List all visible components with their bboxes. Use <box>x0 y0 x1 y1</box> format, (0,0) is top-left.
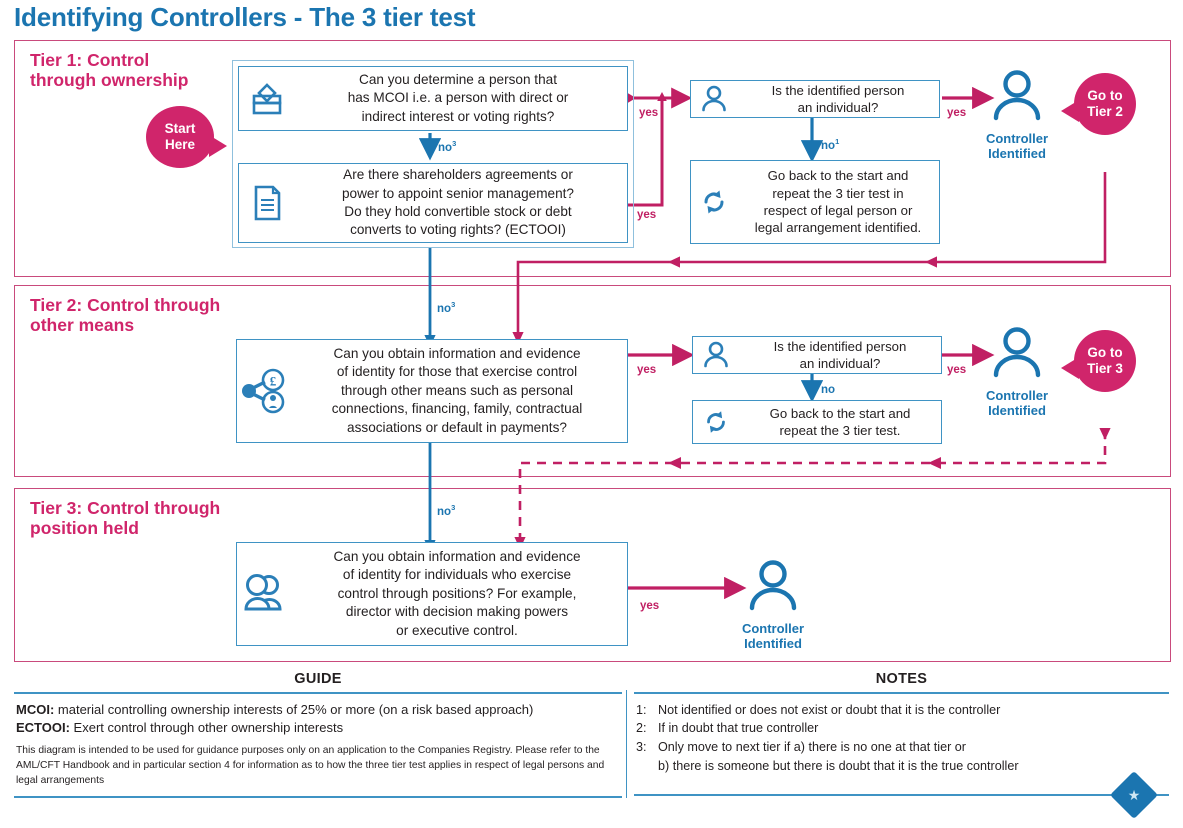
tier-1-question-2[interactable]: Are there shareholders agreements or pow… <box>238 163 628 243</box>
tier-3-question-1-text: Can you obtain information and evidence … <box>333 549 581 638</box>
svg-text:£: £ <box>270 374 277 389</box>
footer-vertical-divider <box>626 690 628 798</box>
guide-term-mcoi: MCOI: <box>16 701 55 717</box>
refresh-icon <box>691 187 737 217</box>
tier-1-question-2-text: Are there shareholders agreements or pow… <box>342 167 574 238</box>
guide-disclaimer: This diagram is intended to be used for … <box>16 745 605 786</box>
tier-1-question-group <box>232 60 634 248</box>
go-to-tier-2-bubble: Go to Tier 2 <box>1061 73 1136 135</box>
ballot-box-icon <box>239 82 295 116</box>
guide-def-mcoi: material controlling ownership interests… <box>54 701 534 717</box>
tier-1-controller-label: Controller Identified <box>985 131 1049 161</box>
tier-1-question-1[interactable]: Can you determine a person that has MCOI… <box>238 66 628 131</box>
tier-1-yes-bottom-label: yes <box>637 209 657 221</box>
note-text: Only move to next tier if a) there is no… <box>658 740 1019 774</box>
guide-def-ectooi: Exert control through other ownership in… <box>69 720 344 736</box>
tier-1-no-individual-label: no1 <box>821 137 840 152</box>
tier-1-yes-controller-label: yes <box>947 107 967 119</box>
tier-2-repeat-box-text: Go back to the start and repeat the 3 ti… <box>769 405 911 438</box>
start-here-bubble: Start Here <box>146 106 227 168</box>
note-number: 2: <box>636 721 647 736</box>
note-item: 3: Only move to next tier if a) there is… <box>636 738 1167 776</box>
document-icon <box>239 184 295 222</box>
tier-2-question-1-text: Can you obtain information and evidence … <box>331 346 583 435</box>
controller-person-icon <box>993 70 1041 121</box>
guide-body: MCOI: material controlling ownership int… <box>14 694 622 793</box>
tier-2-yes-individual-label: yes <box>637 364 657 376</box>
note-item: 2: If in doubt that true controller <box>636 719 1167 738</box>
note-text: If in doubt that true controller <box>658 721 819 736</box>
person-icon <box>691 84 737 114</box>
tier-1-controller-identified: Controller Identified <box>962 68 1072 162</box>
guide-column: GUIDE MCOI: material controlling ownersh… <box>14 668 622 798</box>
tier-3-yes-controller-label: yes <box>640 600 660 612</box>
tier-2-individual-question-text: Is the identified person an individual? <box>773 338 907 371</box>
tier-3-entry-no-label: no3 <box>437 503 456 518</box>
tier-1-repeat-box[interactable]: Go back to the start and repeat the 3 ti… <box>690 160 940 244</box>
guide-bottom-rule <box>14 796 622 798</box>
guide-line-ectooi: ECTOOI: Exert control through other owne… <box>16 719 620 738</box>
notes-body: 1: Not identified or does not exist or d… <box>634 694 1169 781</box>
guide-term-ectooi: ECTOOI: <box>16 720 70 736</box>
tier-3-title: Tier 3: Control through position held <box>30 498 221 539</box>
footer: GUIDE MCOI: material controlling ownersh… <box>14 668 1169 826</box>
person-icon <box>693 340 739 370</box>
tier-2-controller-identified: Controller Identified <box>962 325 1072 419</box>
tier-2-individual-question[interactable]: Is the identified person an individual? <box>692 336 942 374</box>
refresh-icon <box>693 408 739 436</box>
note-number: 3: <box>636 740 647 755</box>
page-title: Identifying Controllers - The 3 tier tes… <box>14 2 476 32</box>
notes-bottom-rule <box>634 794 1169 796</box>
people-icon <box>237 573 293 615</box>
tier-2-yes-controller-label: yes <box>947 364 967 376</box>
tier-2-entry-no-label: no3 <box>437 300 456 315</box>
tier-2-question-1[interactable]: £ Can you obtain information and evidenc… <box>236 339 628 443</box>
note-text: Not identified or does not exist or doub… <box>658 702 1001 717</box>
tier-1-individual-question[interactable]: Is the identified person an individual? <box>690 80 940 118</box>
controller-person-icon <box>749 560 797 611</box>
note-number: 1: <box>636 702 647 717</box>
controller-person-icon <box>993 327 1041 378</box>
tier-2-repeat-box[interactable]: Go back to the start and repeat the 3 ti… <box>692 400 942 444</box>
notes-heading: NOTES <box>875 671 928 687</box>
tier-2-controller-label: Controller Identified <box>985 388 1049 418</box>
tier-2-title: Tier 2: Control through other means <box>30 295 221 336</box>
notes-column: NOTES 1: Not identified or does not exis… <box>634 668 1169 796</box>
go-to-tier-3-bubble: Go to Tier 3 <box>1061 330 1136 392</box>
tier-3-question-1[interactable]: Can you obtain information and evidence … <box>236 542 628 646</box>
guide-top-rule <box>14 692 622 694</box>
tier-3-controller-label: Controller Identified <box>741 621 805 651</box>
tier-1-individual-question-text: Is the identified person an individual? <box>771 82 905 115</box>
share-money-person-icon: £ <box>237 367 293 415</box>
guide-heading: GUIDE <box>294 671 342 687</box>
notes-top-rule <box>634 692 1169 694</box>
crest-logo-inner: ★ <box>1127 786 1141 803</box>
note-item: 1: Not identified or does not exist or d… <box>636 701 1167 720</box>
tier-1-repeat-box-text: Go back to the start and repeat the 3 ti… <box>754 168 922 236</box>
tier-1-title: Tier 1: Control through ownership <box>30 50 189 91</box>
guide-line-mcoi: MCOI: material controlling ownership int… <box>16 701 620 720</box>
tier-1-question-1-text: Can you determine a person that has MCOI… <box>347 71 569 124</box>
tier-1-yes-top-label: yes <box>639 107 659 119</box>
tier-2-no-individual-label: no <box>821 384 836 396</box>
tier-1-no-between-label: no3 <box>438 139 457 154</box>
tier-3-controller-identified: Controller Identified <box>718 558 828 652</box>
